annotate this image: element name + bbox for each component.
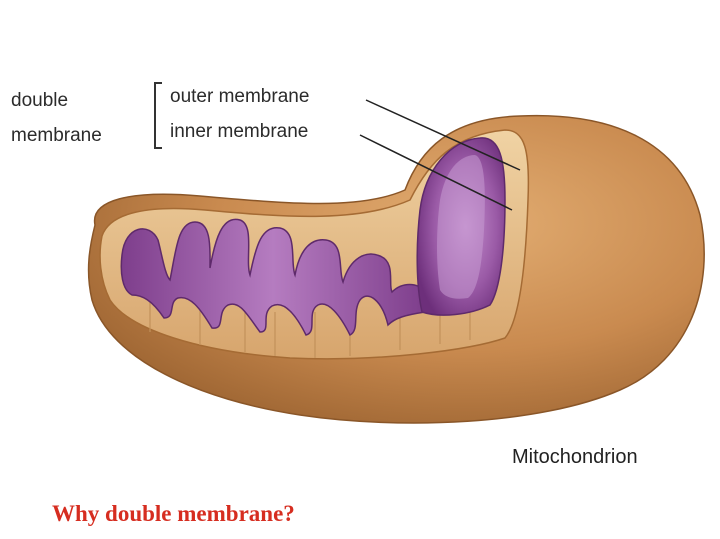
label-membrane: membrane (11, 125, 102, 146)
label-bracket (154, 82, 162, 149)
question-text: Why double membrane? (52, 501, 295, 526)
label-inner-membrane: inner membrane (170, 121, 309, 142)
inner-membrane-leader (359, 134, 513, 211)
label-outer-membrane: outer membrane (170, 86, 310, 107)
diagram-title: Mitochondrion (512, 446, 638, 468)
outer-membrane-leader (365, 99, 521, 171)
label-double: double (11, 90, 69, 111)
